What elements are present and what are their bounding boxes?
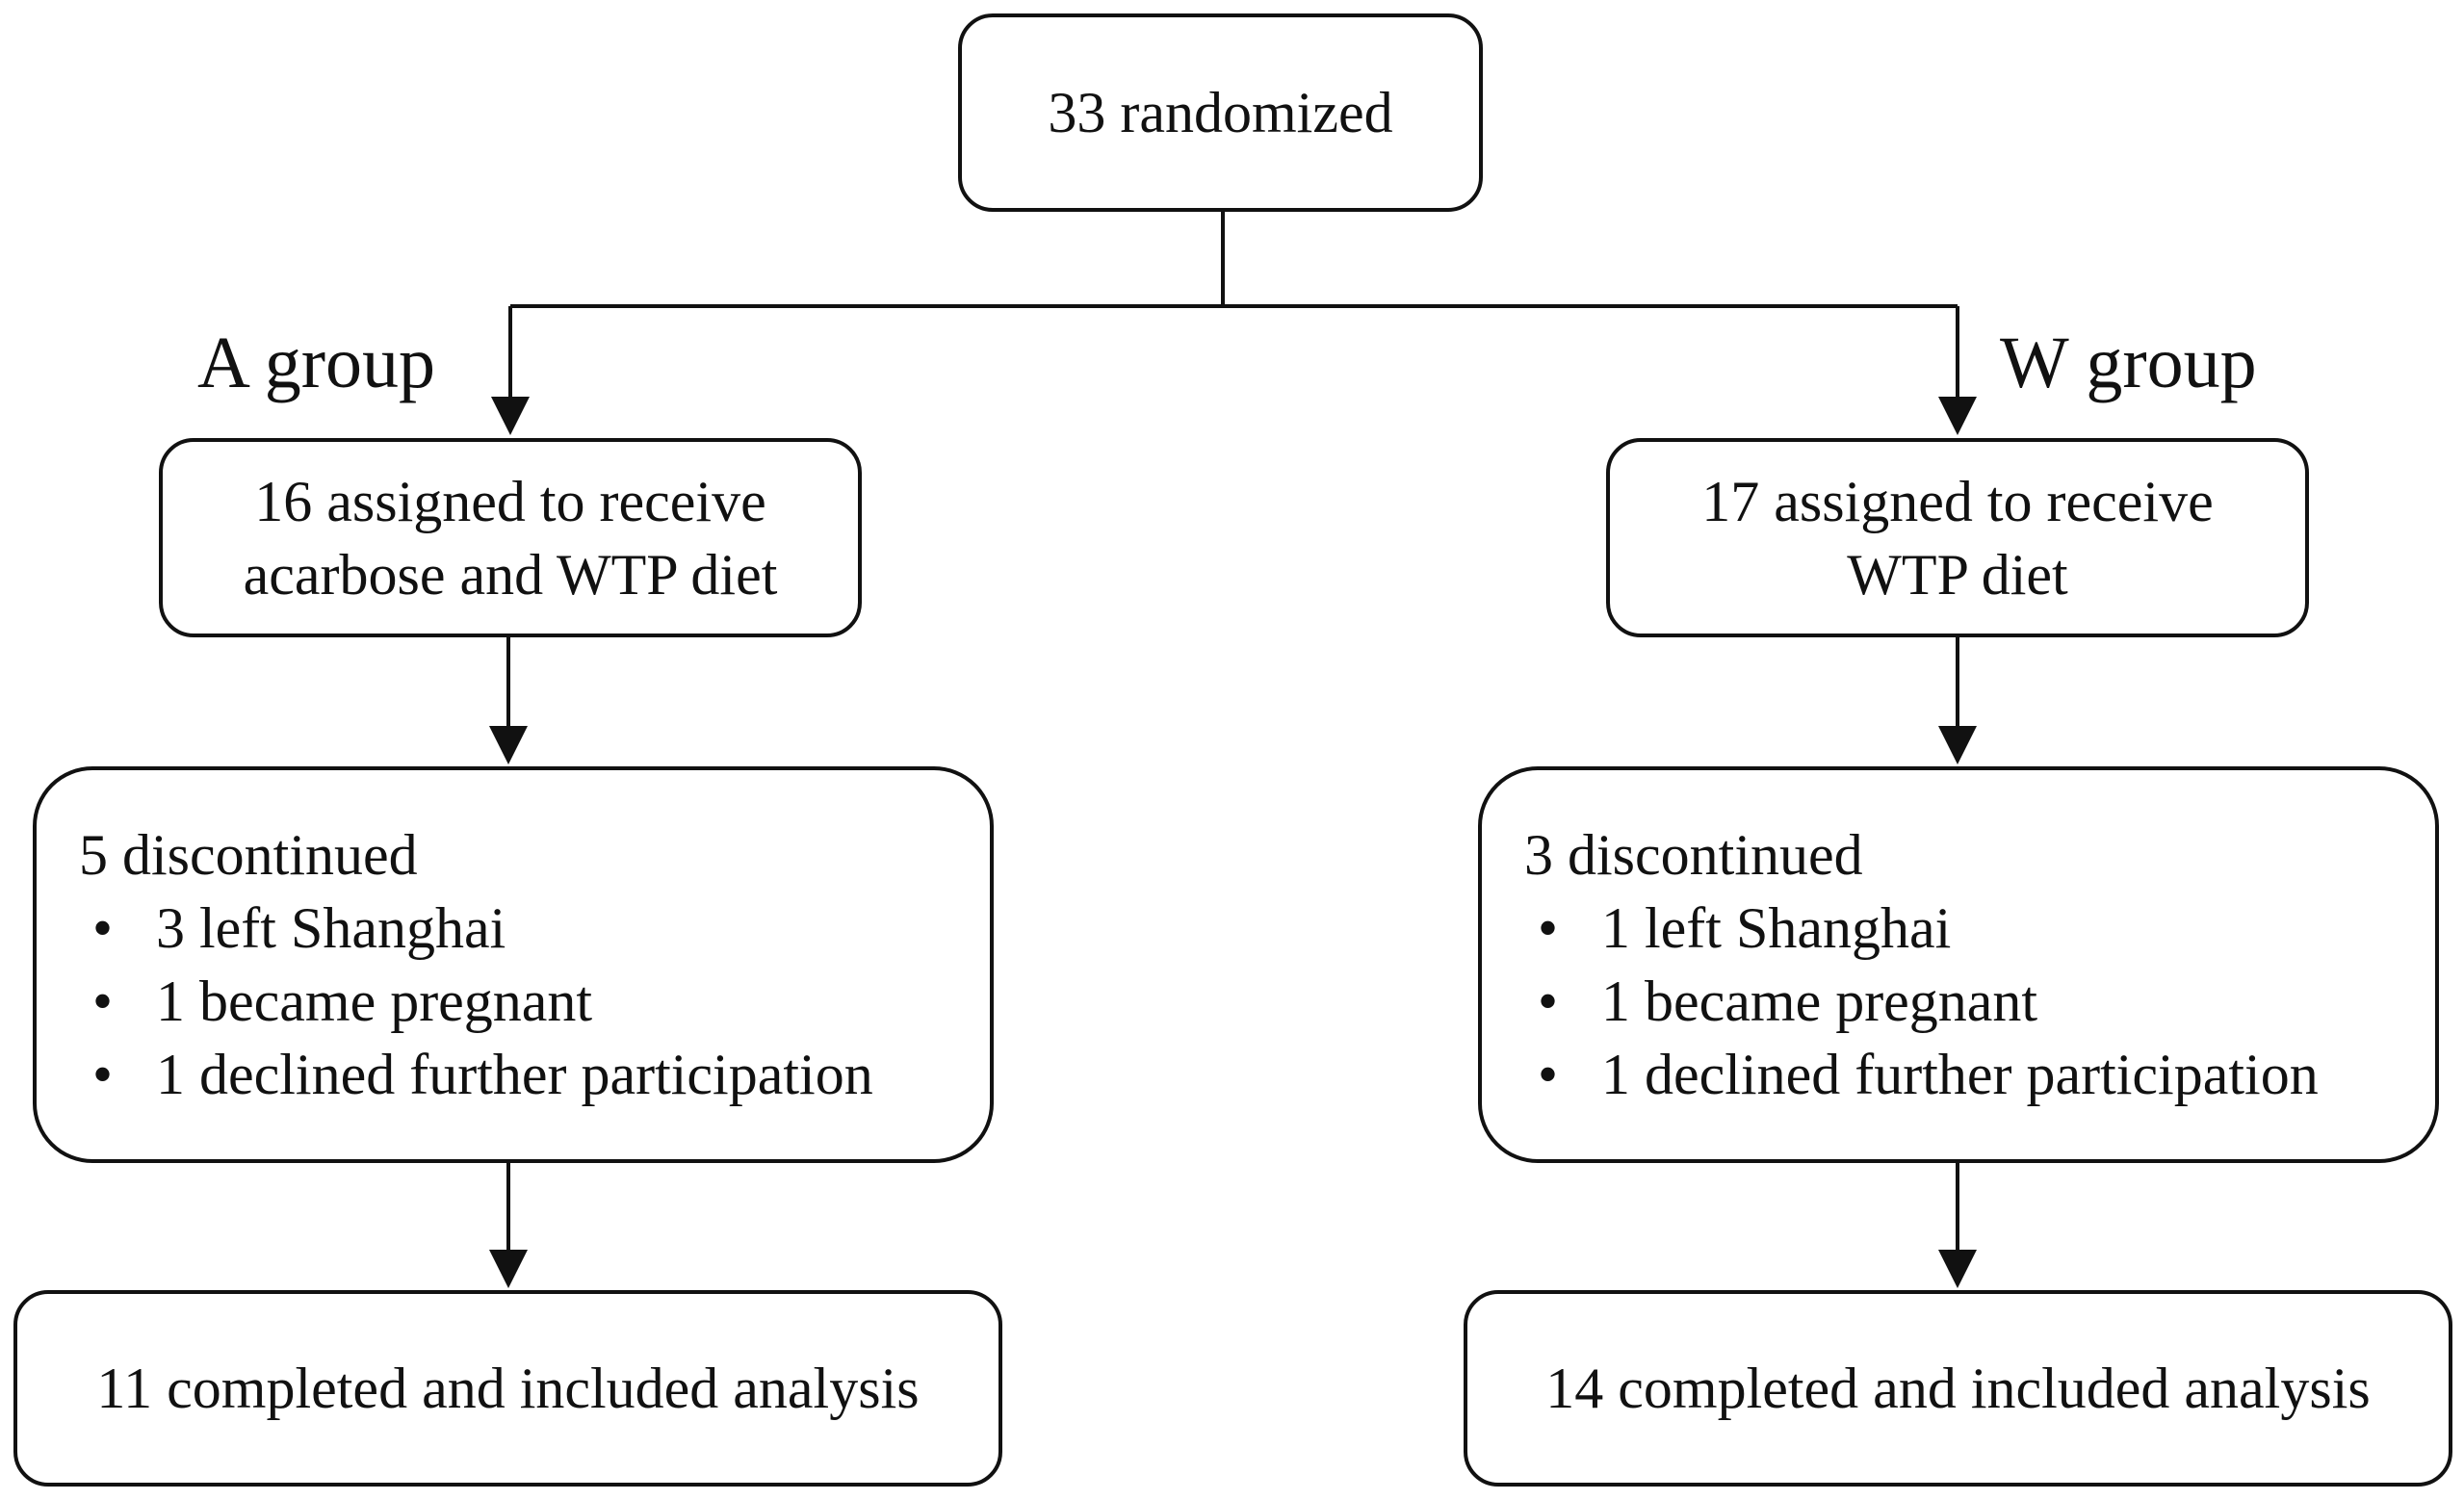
group-a-label: A group xyxy=(197,323,435,403)
group-w-discontinued-heading: 3 discontinued xyxy=(1524,823,1863,887)
group-w-discontinued-box: 3 discontinued •1 left Shanghai •1 becam… xyxy=(1478,766,2439,1163)
group-a-discontinued-list: •3 left Shanghai •1 became pregnant •1 d… xyxy=(79,892,873,1111)
group-w-discontinued-list: •1 left Shanghai •1 became pregnant •1 d… xyxy=(1524,892,2319,1111)
randomized-box: 33 randomized xyxy=(958,13,1483,212)
group-a-assigned-box: 16 assigned to receive acarbose and WTP … xyxy=(159,438,862,637)
group-w-completed-text: 14 completed and included analysis xyxy=(1545,1357,2371,1420)
bullet-marker: • xyxy=(92,970,114,1033)
bullet-marker: • xyxy=(92,896,114,960)
randomized-text: 33 randomized xyxy=(1048,81,1393,144)
bullet-marker: • xyxy=(1538,1043,1559,1106)
group-w-completed-box: 14 completed and included analysis xyxy=(1464,1290,2452,1487)
group-a-assigned-line1: 16 assigned to receive xyxy=(254,469,766,533)
list-item: •1 became pregnant xyxy=(1524,965,2319,1038)
bullet-marker: • xyxy=(1538,970,1559,1033)
group-a-completed-box: 11 completed and included analysis xyxy=(13,1290,1002,1487)
list-item: •1 became pregnant xyxy=(79,965,873,1038)
list-item: •1 left Shanghai xyxy=(1524,892,2319,965)
group-a-assigned-line2: acarbose and WTP diet xyxy=(243,542,778,607)
group-a-discontinued-heading: 5 discontinued xyxy=(79,823,418,887)
group-w-assigned-box: 17 assigned to receive WTP diet xyxy=(1606,438,2309,637)
list-item: •3 left Shanghai xyxy=(79,892,873,965)
group-w-label: W group xyxy=(2000,323,2257,403)
list-item: •1 declined further participation xyxy=(1524,1038,2319,1111)
group-a-discontinued-box: 5 discontinued •3 left Shanghai •1 becam… xyxy=(33,766,994,1163)
bullet-marker: • xyxy=(1538,896,1559,960)
group-a-completed-text: 11 completed and included analysis xyxy=(96,1357,920,1420)
bullet-marker: • xyxy=(92,1043,114,1106)
group-w-assigned-line2: WTP diet xyxy=(1847,542,2068,607)
group-w-assigned-line1: 17 assigned to receive xyxy=(1701,469,2214,533)
list-item: •1 declined further participation xyxy=(79,1038,873,1111)
